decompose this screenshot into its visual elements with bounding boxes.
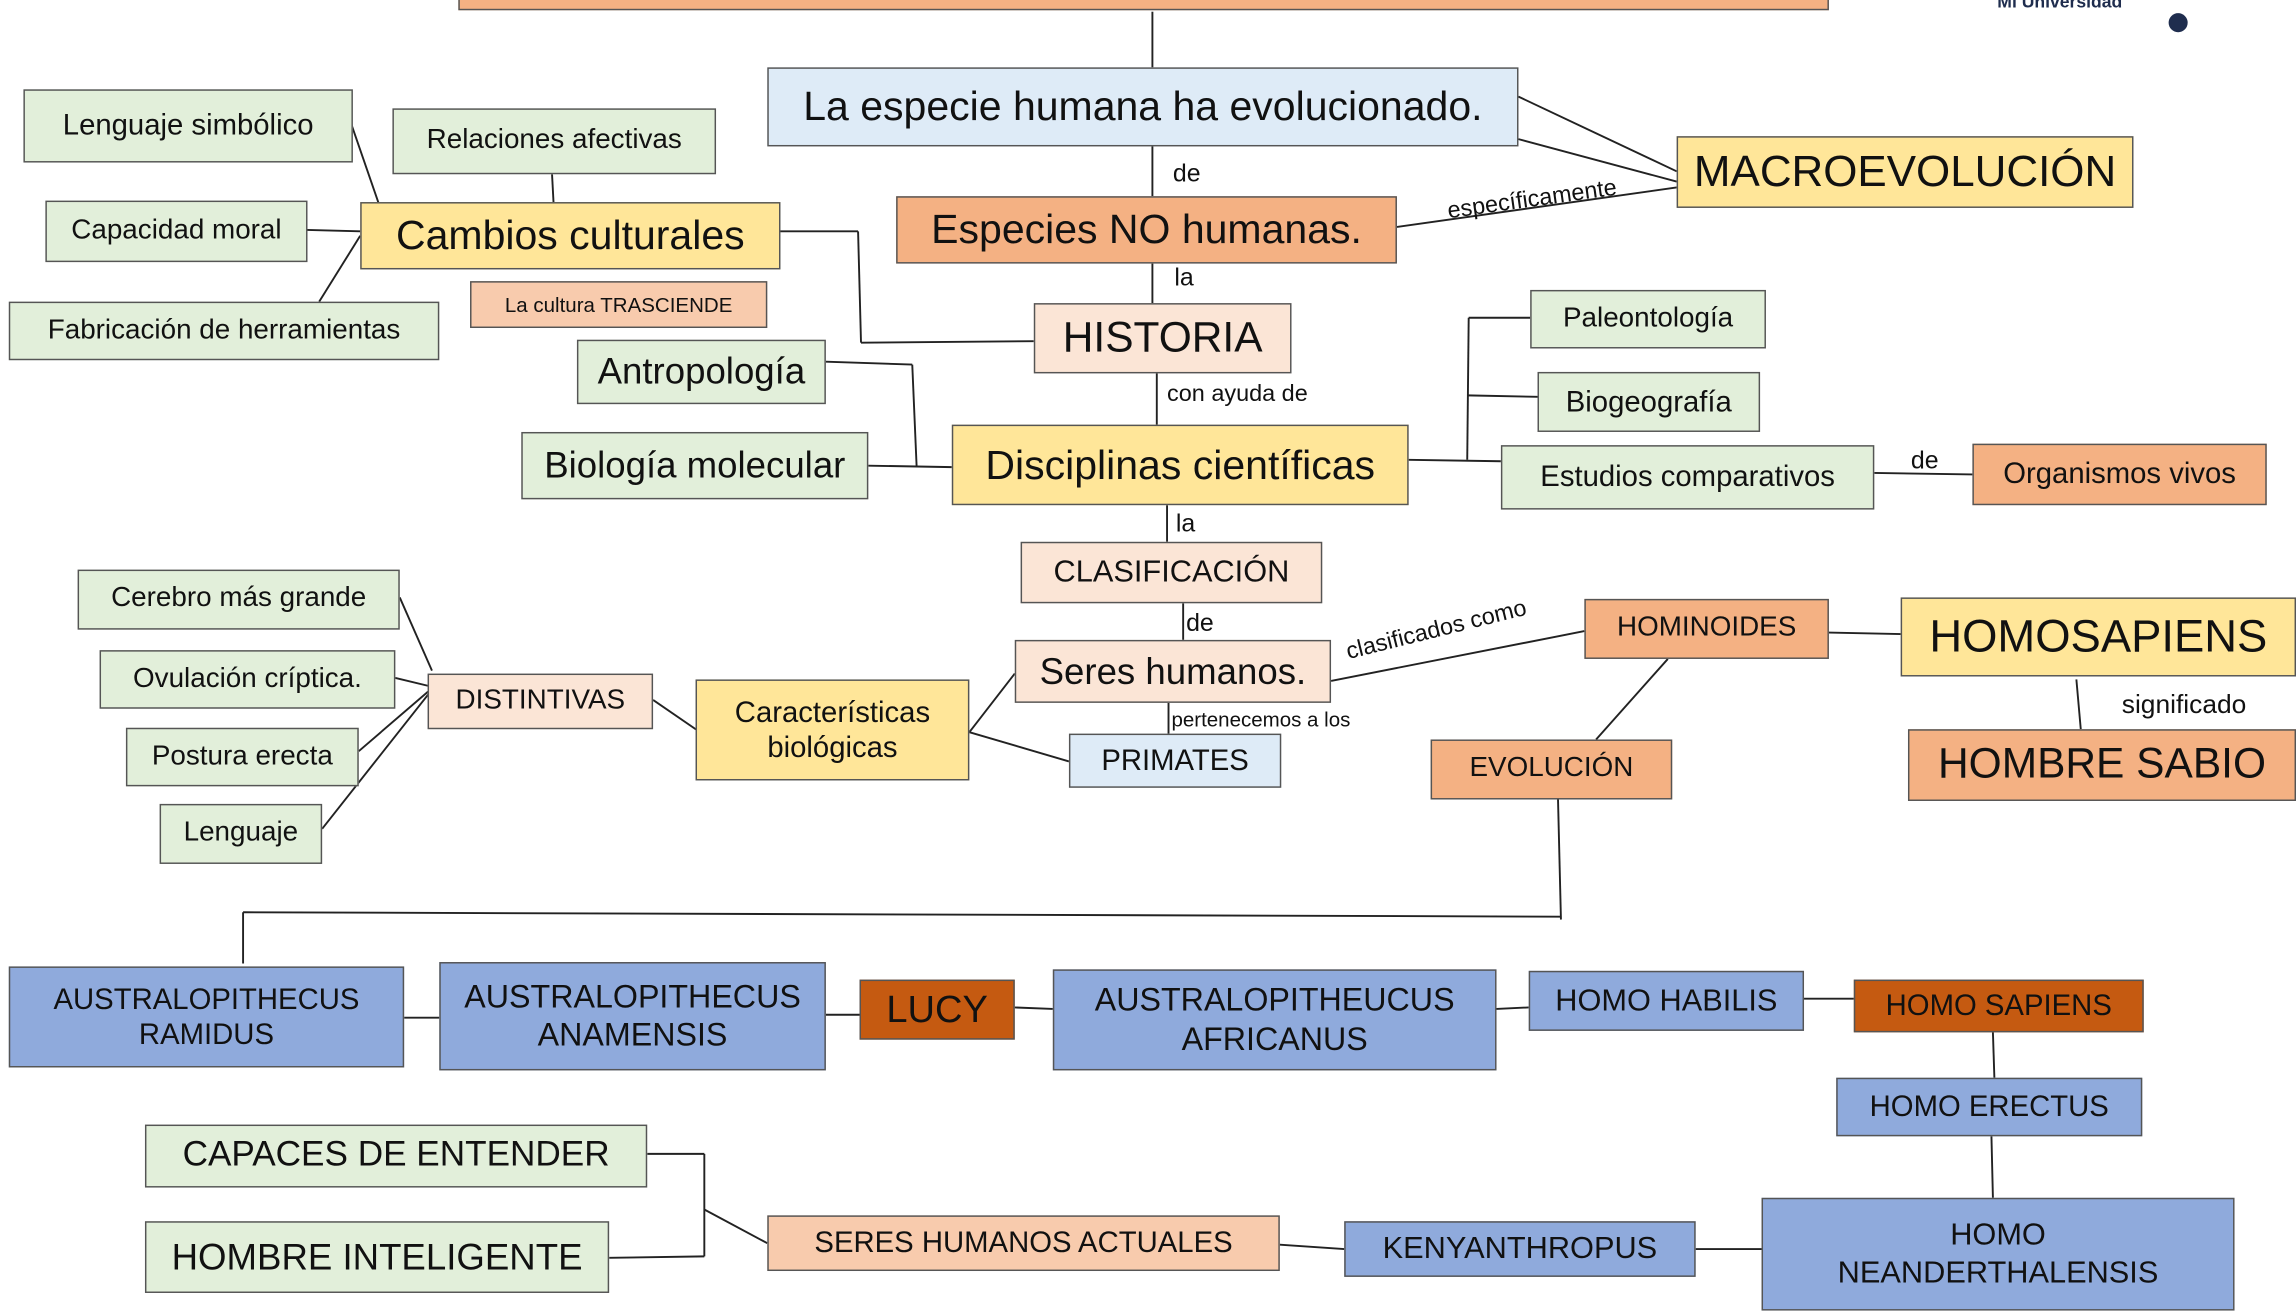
node-cultura-trasciende: La cultura TRASCIENDE	[470, 281, 768, 329]
node-homo-habilis: HOMO HABILIS	[1528, 970, 1805, 1031]
node-seres-humanos: Seres humanos.	[1014, 639, 1332, 703]
brand-logo-dot	[2168, 13, 2188, 33]
node-antropologia: Antropología	[576, 339, 826, 405]
node-australopithecus-ramidus: AUSTRALOPITHECUS RAMIDUS	[8, 966, 405, 1068]
node-cambios-culturales: Cambios culturales	[360, 202, 781, 270]
node-cerebro-mas-grande: Cerebro más grande	[77, 569, 400, 630]
node-especies-no-humanas: Especies NO humanas.	[896, 196, 1397, 264]
link-label-pertenecemos: pertenecemos a los	[1171, 707, 1351, 731]
node-postura-erecta: Postura erecta	[125, 727, 359, 787]
link-label-de-seres: de	[1186, 609, 1214, 637]
node-clasificacion: CLASIFICACIÓN	[1020, 541, 1323, 604]
node-fabricacion-herramientas: Fabricación de herramientas	[8, 301, 440, 361]
node-estudios-comparativos: Estudios comparativos	[1500, 445, 1875, 510]
node-capaces-de-entender: CAPACES DE ENTENDER	[144, 1124, 648, 1188]
node-distintivas: DISTINTIVAS	[427, 673, 654, 730]
node-caracteristicas-biologicas: Características biológicas	[695, 679, 970, 781]
node-relaciones-afectivas: Relaciones afectivas	[392, 108, 717, 175]
node-disciplinas-cientificas: Disciplinas científicas	[951, 424, 1409, 506]
node-paleontologia: Paleontología	[1530, 289, 1766, 349]
node-evolucion: EVOLUCIÓN	[1430, 739, 1673, 800]
node-organismos-vivos: Organismos vivos	[1972, 443, 2267, 506]
top-title-box	[458, 0, 1829, 11]
link-label-la-clasificacion: la	[1175, 509, 1196, 538]
node-ovulacion-criptica: Ovulación críptica.	[99, 650, 396, 709]
node-especie-humana: La especie humana ha evolucionado.	[767, 67, 1519, 147]
node-lenguaje-simbolico: Lenguaje simbólico	[23, 89, 353, 163]
node-homo-erectus: HOMO ERECTUS	[1836, 1077, 2143, 1137]
node-biologia-molecular: Biología molecular	[521, 431, 869, 500]
node-kenyanthropus: KENYANTHROPUS	[1344, 1221, 1696, 1277]
node-capacidad-moral: Capacidad moral	[45, 200, 308, 263]
link-label-la: la	[1174, 263, 1194, 292]
node-hombre-sabio: HOMBRE SABIO	[1907, 729, 2296, 801]
node-historia: HISTORIA	[1033, 303, 1292, 374]
node-australopithecus-anamensis: AUSTRALOPITHECUS ANAMENSIS	[439, 962, 826, 1071]
node-seres-humanos-actuales: SERES HUMANOS ACTUALES	[767, 1215, 1280, 1272]
node-homo-sapiens: HOMO SAPIENS	[1853, 979, 2144, 1033]
brand-logo-text: Mi Universidad	[1997, 0, 2123, 12]
node-lucy: LUCY	[859, 979, 1015, 1040]
node-lenguaje: Lenguaje	[159, 803, 323, 864]
link-label-de-organismos: de	[1910, 446, 1939, 475]
node-homo-neanderthalensis: HOMO NEANDERTHALENSIS	[1761, 1197, 2235, 1311]
node-biogeografia: Biogeografía	[1537, 371, 1761, 432]
link-label-con-ayuda-de: con ayuda de	[1167, 382, 1308, 408]
node-hominoides: HOMINOIDES	[1584, 598, 1829, 659]
link-label-de: de	[1172, 159, 1201, 188]
node-homosapiens-title: HOMOSAPIENS	[1900, 597, 2296, 677]
node-macroevolucion: MACROEVOLUCIÓN	[1676, 136, 2134, 208]
link-label-significado: significado	[2121, 689, 2247, 719]
node-hombre-inteligente: HOMBRE INTELIGENTE	[144, 1221, 610, 1293]
node-australopitheucus-africanus: AUSTRALOPITHEUCUS AFRICANUS	[1052, 969, 1497, 1071]
node-primates: PRIMATES	[1068, 733, 1282, 788]
